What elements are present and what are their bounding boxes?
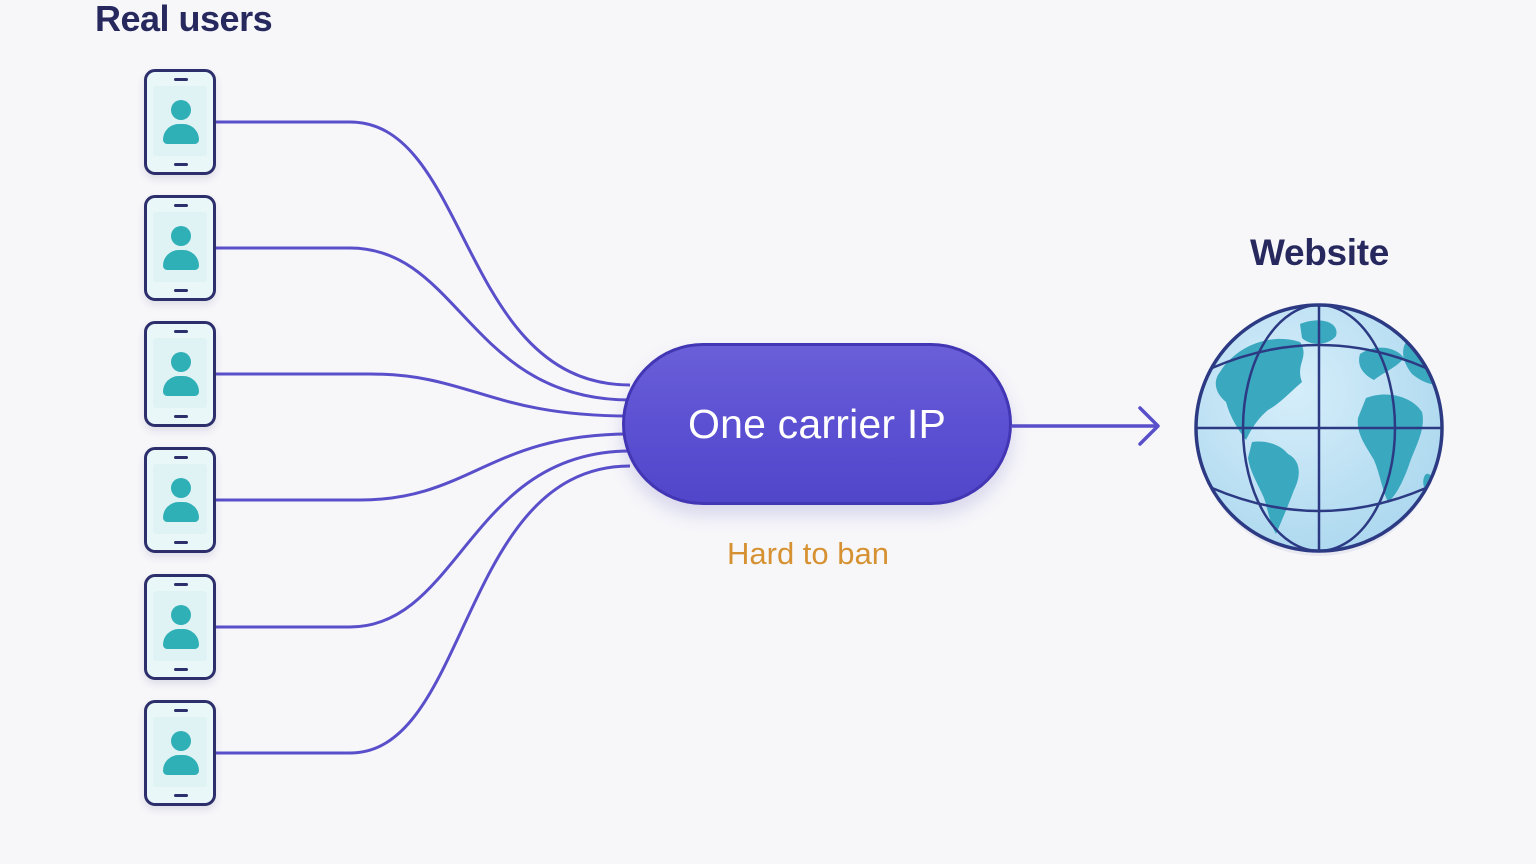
user-device-6 xyxy=(144,700,216,806)
user-device-1 xyxy=(144,69,216,175)
user-icon xyxy=(171,226,191,246)
arrow-head-icon xyxy=(1138,406,1160,446)
user-device-5 xyxy=(144,574,216,680)
user-icon xyxy=(171,478,191,498)
user-icon xyxy=(171,605,191,625)
user-icon xyxy=(171,731,191,751)
user-icon xyxy=(171,100,191,120)
connection-line-user-2 xyxy=(216,246,631,402)
user-device-3 xyxy=(144,321,216,427)
user-device-2 xyxy=(144,195,216,301)
carrier-ip-label: One carrier IP xyxy=(688,400,946,447)
user-device-4 xyxy=(144,447,216,553)
hard-to-ban-caption: Hard to ban xyxy=(727,536,889,571)
carrier-ip-node: One carrier IP xyxy=(622,343,1012,505)
connection-line-user-4 xyxy=(216,432,631,502)
connection-line-user-5 xyxy=(216,449,631,629)
user-icon xyxy=(171,352,191,372)
website-heading: Website xyxy=(1250,232,1390,273)
globe-icon xyxy=(1194,303,1444,556)
connection-line-user-1 xyxy=(216,120,631,387)
connection-line-user-3 xyxy=(216,372,631,418)
connection-line-user-6 xyxy=(216,464,631,755)
users-heading: Real users xyxy=(95,0,273,39)
